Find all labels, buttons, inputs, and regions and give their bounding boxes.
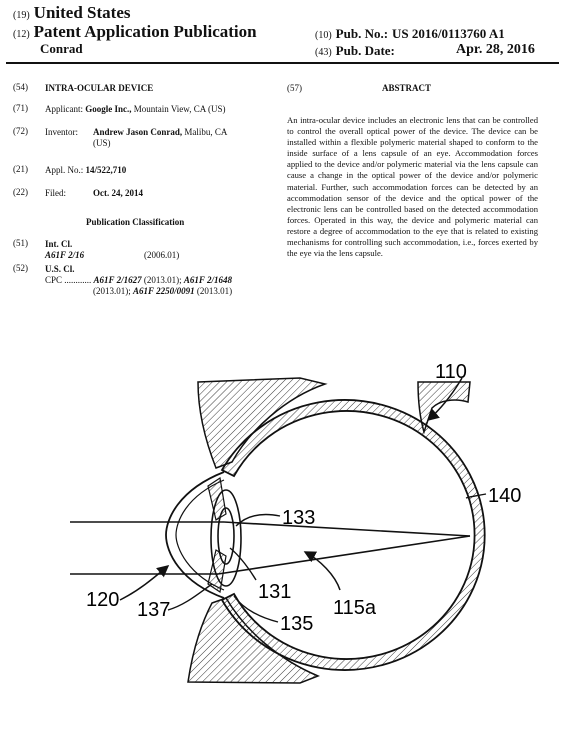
- pub-no-line: (10) Pub. No.: US 2016/0113760 A1: [315, 25, 505, 43]
- lower-eyelid: [187, 597, 320, 684]
- inventor-location-2: (US): [93, 138, 111, 148]
- focus-ray-upper: [223, 521, 471, 537]
- appl-no: 14/522,710: [85, 165, 127, 175]
- classification-heading: Publication Classification: [86, 217, 185, 227]
- pub-no-code: (10): [315, 30, 332, 41]
- applicant-line: Applicant: Google Inc., Mountain View, C…: [45, 103, 225, 115]
- abstract-heading: ABSTRACT: [382, 83, 432, 93]
- title: INTRA-OCULAR DEVICE: [45, 83, 154, 93]
- filed-date: Oct. 24, 2014: [93, 188, 143, 198]
- label-133: 133: [282, 507, 315, 529]
- label-110: 110: [435, 361, 467, 383]
- leader-120: [119, 565, 170, 601]
- upper-bone: [417, 381, 471, 435]
- leader-110: [426, 377, 463, 421]
- abstract-code: (57): [287, 83, 302, 93]
- cpc-code-2: A61F 2/1648: [183, 275, 232, 285]
- pub-no-label: Pub. No.:: [335, 26, 389, 41]
- cpc-year-2: (2013.01);: [93, 286, 131, 296]
- label-120: 120: [86, 589, 119, 611]
- intcl-code: (51): [13, 238, 28, 248]
- inventor-line: Andrew Jason Conrad, Malibu, CA: [93, 126, 227, 138]
- label-115a: 115a: [333, 597, 377, 619]
- pub-date-label: Pub. Date:: [335, 43, 395, 58]
- appl-label: Appl. No.:: [45, 165, 84, 175]
- inventor-code: (72): [13, 126, 28, 136]
- inventor-name: Andrew Jason Conrad,: [93, 127, 183, 137]
- country-line: (19) United States: [13, 3, 130, 23]
- cpc-line-2: (2013.01); A61F 2250/0091 (2013.01): [93, 285, 232, 297]
- country: United States: [33, 3, 131, 22]
- cpc-line-1: CPC ............ A61F 2/1627 (2013.01); …: [45, 274, 275, 286]
- leader-137: [167, 583, 213, 611]
- inventor-short: Conrad: [40, 41, 83, 56]
- pub-date: Apr. 28, 2016: [456, 42, 535, 57]
- leader-115a: [303, 551, 341, 591]
- leader-140: [465, 493, 487, 499]
- filed-code: (22): [13, 187, 28, 197]
- pub-type-code: (12): [13, 29, 30, 40]
- uscl-label: U.S. Cl.: [45, 264, 75, 274]
- intcl-value: A61F 2/16: [45, 250, 85, 260]
- pub-date-code: (43): [315, 47, 332, 58]
- pub-no: US 2016/0113760 A1: [392, 26, 505, 41]
- label-140: 140: [488, 485, 521, 507]
- cpc-code-3: A61F 2250/0091: [133, 286, 195, 296]
- focus-ray-lower: [217, 535, 471, 575]
- leader-135: [233, 595, 279, 623]
- leader-131: [229, 547, 257, 581]
- abstract-text: An intra-ocular device includes an elect…: [287, 115, 538, 259]
- upper-eyelid: [197, 377, 328, 469]
- electronic-lens: [217, 507, 235, 565]
- country-code: (19): [13, 10, 30, 21]
- applicant-name: Google Inc.,: [85, 104, 132, 114]
- cpc-year-3: (2013.01): [196, 286, 233, 296]
- cpc-year-1: (2013.01);: [143, 275, 182, 285]
- leader-133: [235, 513, 281, 527]
- label-135: 135: [280, 613, 313, 635]
- header-rule: [6, 62, 559, 64]
- sclera-band: [220, 399, 486, 671]
- intcl-label: Int. Cl.: [45, 239, 73, 249]
- inventor-location: Malibu, CA: [184, 127, 228, 137]
- filed-label: Filed:: [45, 188, 67, 198]
- appl-line: Appl. No.: 14/522,710: [45, 164, 126, 176]
- cornea: [165, 471, 225, 599]
- lens-capsule: [210, 489, 242, 587]
- uscl-code: (52): [13, 263, 28, 273]
- eye-figure: 110 140 133 131 115a 120 137 135: [70, 361, 521, 684]
- label-131: 131: [258, 581, 291, 603]
- applicant-label: Applicant:: [45, 104, 83, 114]
- pub-type: Patent Application Publication: [33, 22, 257, 41]
- appl-code: (21): [13, 164, 28, 174]
- intcl-year: (2006.01): [144, 250, 180, 260]
- inventor-label: Inventor:: [45, 127, 78, 137]
- pub-date-line: (43) Pub. Date:: [315, 42, 395, 60]
- pub-type-line: (12) Patent Application Publication: [13, 22, 257, 42]
- applicant-code: (71): [13, 103, 28, 113]
- cpc-label: CPC ............: [45, 275, 92, 285]
- cpc-code-1: A61F 2/1627: [93, 275, 142, 285]
- applicant-location: Mountain View, CA (US): [133, 104, 226, 114]
- title-code: (54): [13, 82, 28, 92]
- label-137: 137: [137, 599, 170, 621]
